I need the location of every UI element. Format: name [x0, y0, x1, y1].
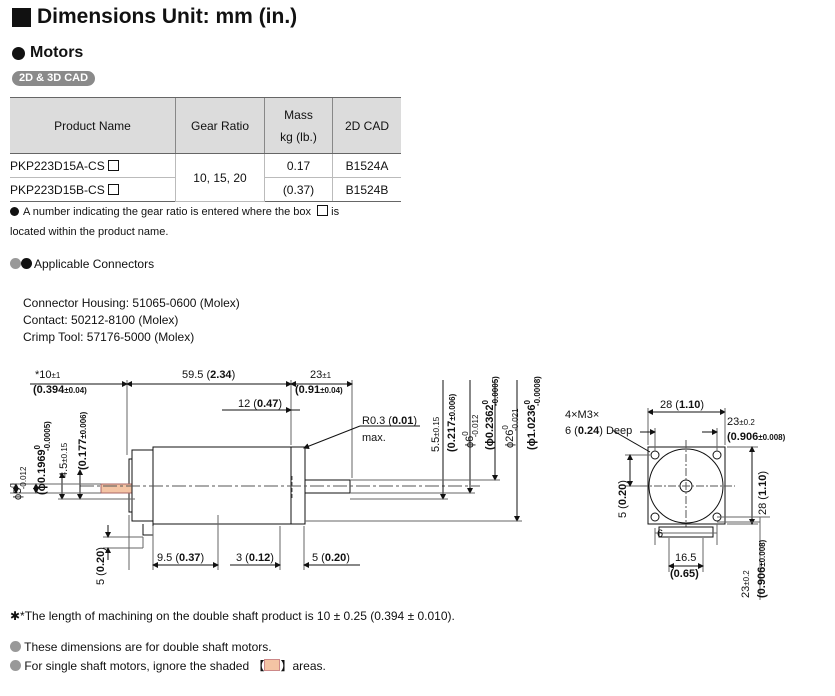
box-icon [107, 183, 119, 195]
bullet-icon [10, 207, 19, 216]
mount-hole [650, 512, 660, 522]
dim-label: 59.5 (2.34) [182, 369, 235, 381]
dim-label: 6 [657, 528, 663, 540]
connector-housing: Connector Housing: 51065-0600 (Molex) [23, 296, 240, 310]
dim-label: R0.3 (0.01) [362, 415, 417, 427]
header-mass: Mass kg (lb.) [264, 97, 333, 154]
bullet-icon [21, 258, 32, 269]
spec-table: Product Name Gear Ratio Mass kg (lb.) 2D… [10, 97, 401, 202]
dim-label: 4.5±0.15 [58, 442, 70, 478]
dim-label: ϕ50-0.012 [9, 466, 28, 500]
dim-label: (0.906±0.008) [756, 539, 768, 598]
square-bullet-icon [12, 7, 31, 27]
page-title: Dimensions Unit: mm (in.) [12, 5, 297, 29]
dim-label: max. [362, 432, 386, 444]
dim-label: 5.5±0.15 [430, 416, 442, 452]
star-note: ✱*The length of machining on the double … [10, 609, 455, 623]
box-note: A number indicating the gear ratio is en… [10, 205, 339, 218]
dim-label: (0.217±0.006) [446, 393, 458, 452]
dim-label: ϕ260-0.021 [501, 408, 520, 448]
cad-cell[interactable]: B1524A [332, 153, 401, 178]
dim-label: 23±0.2 [740, 570, 752, 598]
footer-line-2: For single shaft motors, ignore the shad… [10, 657, 326, 674]
cad-cell[interactable]: B1524B [332, 177, 401, 202]
box-icon [107, 159, 119, 171]
dim-label: 5 (0.20) [312, 552, 350, 564]
dim-label: 16.5 [675, 552, 696, 564]
gray-bullet-icon [10, 660, 21, 671]
gear-cell: 10, 15, 20 [175, 153, 265, 202]
section-heading: Motors [12, 44, 83, 62]
dim-label: (ϕ0.23620-0.0005) [481, 376, 500, 450]
dim-label: 12 (0.47) [238, 398, 282, 410]
dim-label: (ϕ1.02360-0.0008) [523, 376, 542, 450]
mass-cell: (0.37) [264, 177, 333, 202]
dim-label: (0.177±0.006) [77, 411, 89, 470]
table-row: PKP223D15A-CS 10, 15, 20 0.17 B1524A [10, 153, 401, 202]
dim-label: 4×M3× [565, 409, 599, 421]
gray-bullet-icon [10, 258, 21, 269]
product-cell: PKP223D15B-CS [10, 177, 176, 202]
dim-label: 28 (1.10) [757, 471, 769, 515]
connector-crimp: Crimp Tool: 57176-5000 (Molex) [23, 330, 195, 344]
table-row: PKP223D15B-CS (0.37) B1524B [10, 177, 401, 202]
connector-contact: Contact: 50212-8100 (Molex) [23, 313, 179, 327]
dim-label: 23±0.2 [727, 416, 755, 428]
shaded-area-swatch [264, 659, 281, 671]
gray-bullet-icon [10, 641, 21, 652]
table-header-row: Product Name Gear Ratio Mass kg (lb.) 2D… [10, 97, 401, 154]
dim-label: *10±1 [35, 369, 61, 381]
footer-line-1: These dimensions are for double shaft mo… [10, 640, 272, 654]
bullet-icon [12, 46, 25, 60]
dim-label: 5 (0.20) [617, 480, 629, 518]
header-cad: 2D CAD [332, 97, 401, 154]
header-product: Product Name [10, 97, 176, 154]
header-gear: Gear Ratio [175, 97, 265, 154]
dim-label: (0.91±0.04) [295, 384, 343, 396]
dim-label: (0.65) [670, 568, 699, 580]
connector-tab [142, 524, 154, 536]
box-note-cont: located within the product name. [10, 226, 169, 238]
dim-label: 5 (0.20) [95, 547, 107, 585]
dim-label: 6 (0.24) Deep [565, 425, 632, 437]
rear-shaft-shaded [100, 483, 133, 494]
dim-label: 28 (1.10) [660, 399, 704, 411]
mass-cell: 0.17 [264, 153, 333, 178]
dim-label: 3 (0.12) [236, 552, 274, 564]
box-icon [317, 205, 329, 216]
dim-label: ϕ60-0.012 [461, 414, 480, 448]
dim-label: (ϕ0.19690-0.0005) [33, 421, 52, 495]
connectors-heading: Applicable Connectors [10, 257, 154, 271]
cad-badge[interactable]: 2D & 3D CAD [12, 71, 96, 86]
dim-label: (0.906±0.008) [727, 431, 786, 443]
product-cell: PKP223D15A-CS [10, 153, 176, 178]
dim-label: (0.394±0.04) [33, 384, 87, 396]
dim-label: 23±1 [310, 369, 332, 381]
dim-label: 9.5 (0.37) [157, 552, 204, 564]
